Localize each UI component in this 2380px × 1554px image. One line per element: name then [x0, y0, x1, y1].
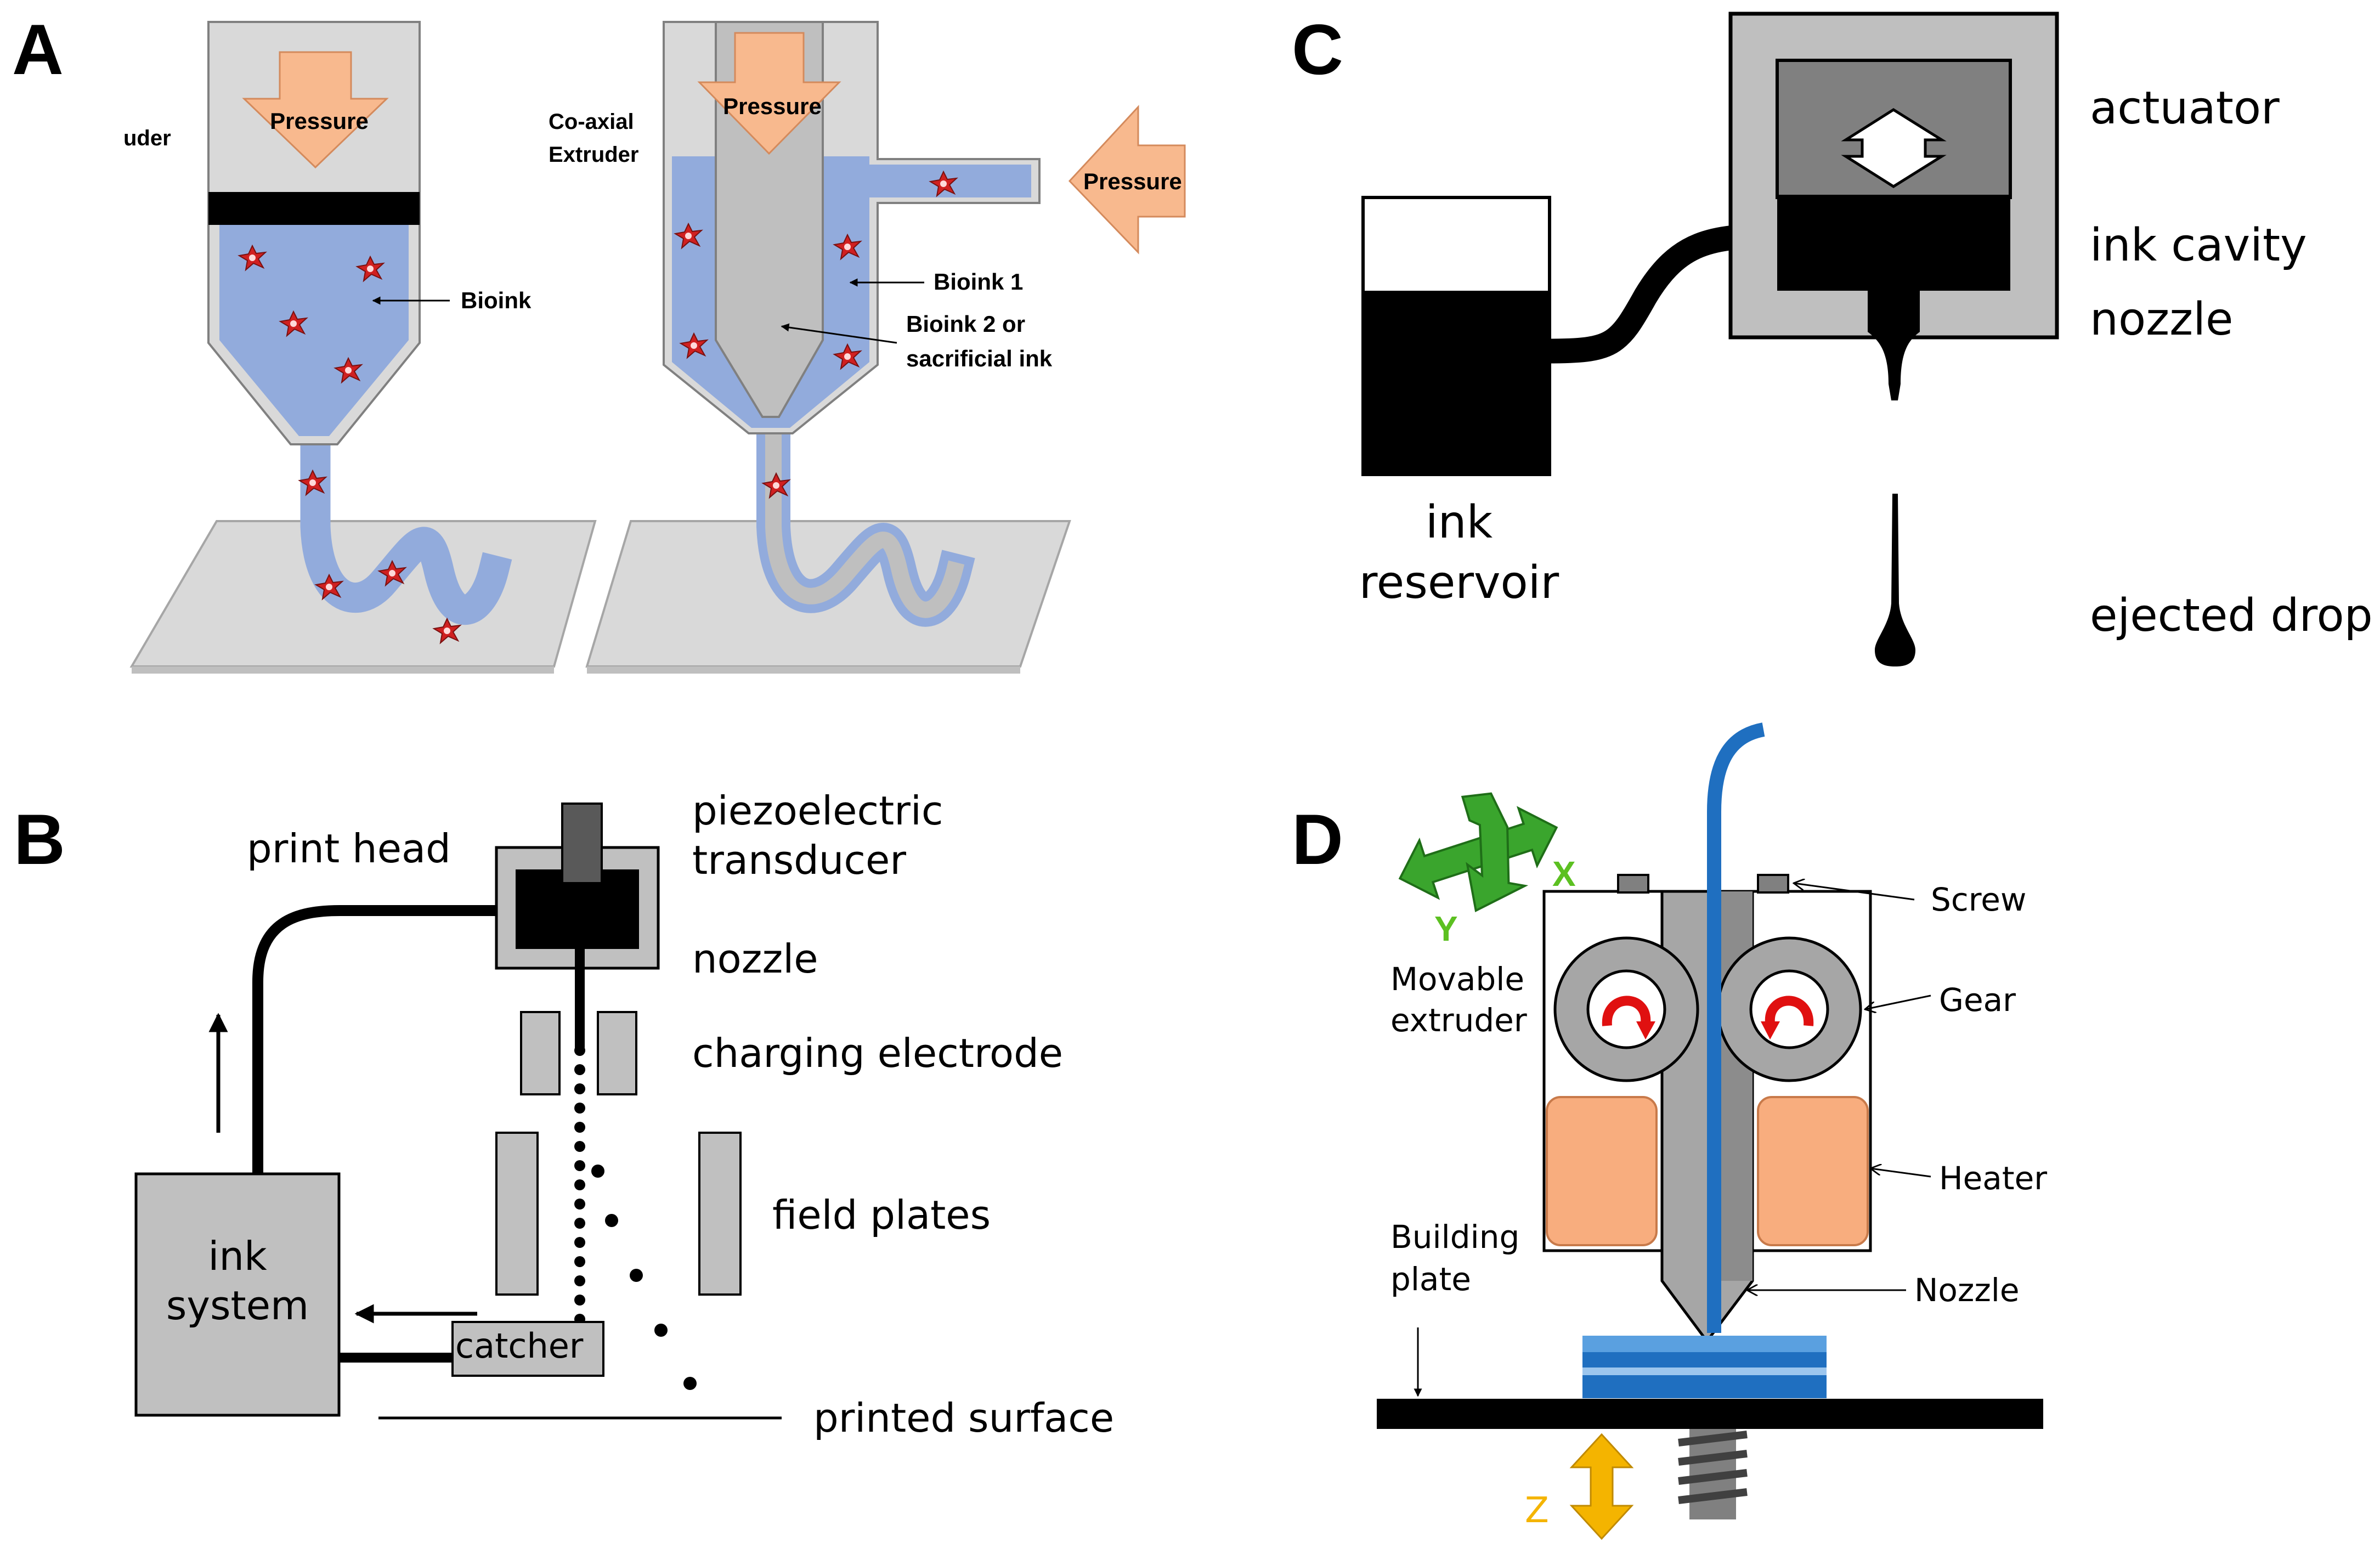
nozzle-label-d: Nozzle [1914, 1272, 2020, 1309]
panel-letter-c: C [1292, 9, 1343, 89]
axis-z-label: Z [1525, 1490, 1549, 1531]
ink-tube [1546, 223, 1778, 364]
movable-label-line1: Movable [1390, 960, 1524, 998]
ink-cavity-label: ink cavity [2090, 219, 2307, 272]
ink-feed-line [252, 905, 516, 1174]
panel-letter-d: D [1292, 799, 1343, 879]
panel-d: D X Y Movable extruder [1292, 722, 2047, 1540]
bioink-label: Bioink [461, 287, 532, 313]
pressure-arrow-right [1068, 105, 1186, 255]
bioink2-label-line2: sacrificial ink [906, 346, 1053, 371]
droplet-stream [574, 1045, 697, 1390]
z-movement-arrow [1569, 1433, 1634, 1540]
heater-left [1546, 1096, 1658, 1246]
printed-layer-mid [1582, 1352, 1827, 1367]
field-plates-label: field plates [772, 1192, 991, 1238]
gear-right [1716, 936, 1862, 1082]
charging-electrode-right [597, 1011, 637, 1095]
xy-movement-arrow [1398, 792, 1558, 913]
catcher-box [451, 1321, 604, 1377]
actuator-arrow [1841, 108, 1947, 188]
gear-leader [1865, 994, 1931, 1009]
piezo-transducer [561, 803, 603, 884]
charging-electrode-label: charging electrode [692, 1030, 1063, 1076]
charging-electrode-left [520, 1011, 561, 1095]
printed-layer-bottom [1582, 1375, 1827, 1398]
ink-system-box [134, 1172, 341, 1417]
pressure-label-mid: Pressure [723, 93, 822, 119]
field-plate-right [698, 1132, 742, 1296]
pressure-label-left: Pressure [270, 108, 369, 134]
field-plate-left [495, 1132, 539, 1296]
printed-surface-label: printed surface [813, 1395, 1114, 1441]
extruder-label: uder [123, 126, 171, 150]
screw-right [1757, 874, 1789, 894]
screw-left [1617, 874, 1649, 894]
gear-left [1553, 936, 1699, 1082]
catcher-label: catcher [455, 1326, 584, 1366]
drop-nozzle [1868, 291, 1920, 400]
piezo-label-line1: piezoelectric [692, 788, 943, 834]
panel-letter-a: A [12, 9, 64, 89]
panel-c: C ink reservoir actuator ink cavity nozz… [1292, 9, 2373, 666]
axis-y-label: Y [1434, 909, 1458, 948]
filament [1707, 722, 1765, 1333]
bioink1-label: Bioink 1 [934, 269, 1023, 295]
building-label-line1: Building [1390, 1218, 1519, 1256]
plunger-left [208, 192, 420, 225]
movable-label-line2: extruder [1390, 1002, 1527, 1039]
panel-a: A Pressure uder Bioink Press [12, 9, 1186, 674]
nozzle-label-b: nozzle [692, 936, 818, 982]
coaxial-label-line1: Co-axial [549, 110, 634, 134]
pressure-label-right: Pressure [1083, 168, 1182, 194]
printed-layer-top [1582, 1336, 1827, 1352]
pressure-arrow-mid [697, 32, 841, 155]
ink-system-label-line2: system [166, 1282, 309, 1329]
screw-leader [1794, 883, 1915, 901]
heater-leader [1870, 1168, 1931, 1178]
nozzle-stem [575, 949, 585, 1048]
print-head-label: print head [247, 826, 451, 872]
coaxial-label-line2: Extruder [549, 143, 639, 167]
bioink2-leader [781, 323, 897, 344]
building-label-line2: plate [1390, 1261, 1471, 1298]
ink-system-label-line1: ink [208, 1233, 267, 1279]
reservoir-label-line1: ink [1426, 496, 1493, 549]
bioink2-label-line1: Bioink 2 or [906, 311, 1025, 337]
piezo-label-line2: transducer [692, 837, 906, 883]
heater-right [1757, 1096, 1869, 1246]
gear-label: Gear [1939, 981, 2016, 1019]
axis-x-label: X [1552, 854, 1576, 894]
ink-cavity [1777, 195, 2010, 291]
ejected-drop [1875, 494, 1915, 666]
z-lead-screw [1678, 1429, 1748, 1519]
screw-label: Screw [1931, 881, 2026, 918]
heater-label: Heater [1939, 1160, 2047, 1197]
building-plate [1377, 1399, 2043, 1429]
nozzle-label-c: nozzle [2090, 293, 2233, 346]
ejected-drop-label: ejected drop [2090, 590, 2373, 642]
reservoir-label-line2: reservoir [1359, 557, 1559, 609]
panel-b: B print head piezoelectric transducer no… [14, 788, 1114, 1441]
bioink-reservoir-left [219, 225, 409, 436]
actuator-label: actuator [2090, 82, 2280, 134]
pressure-arrow-left [242, 51, 389, 169]
ink-reservoir-fill [1363, 291, 1550, 474]
panel-letter-b: B [14, 799, 65, 879]
